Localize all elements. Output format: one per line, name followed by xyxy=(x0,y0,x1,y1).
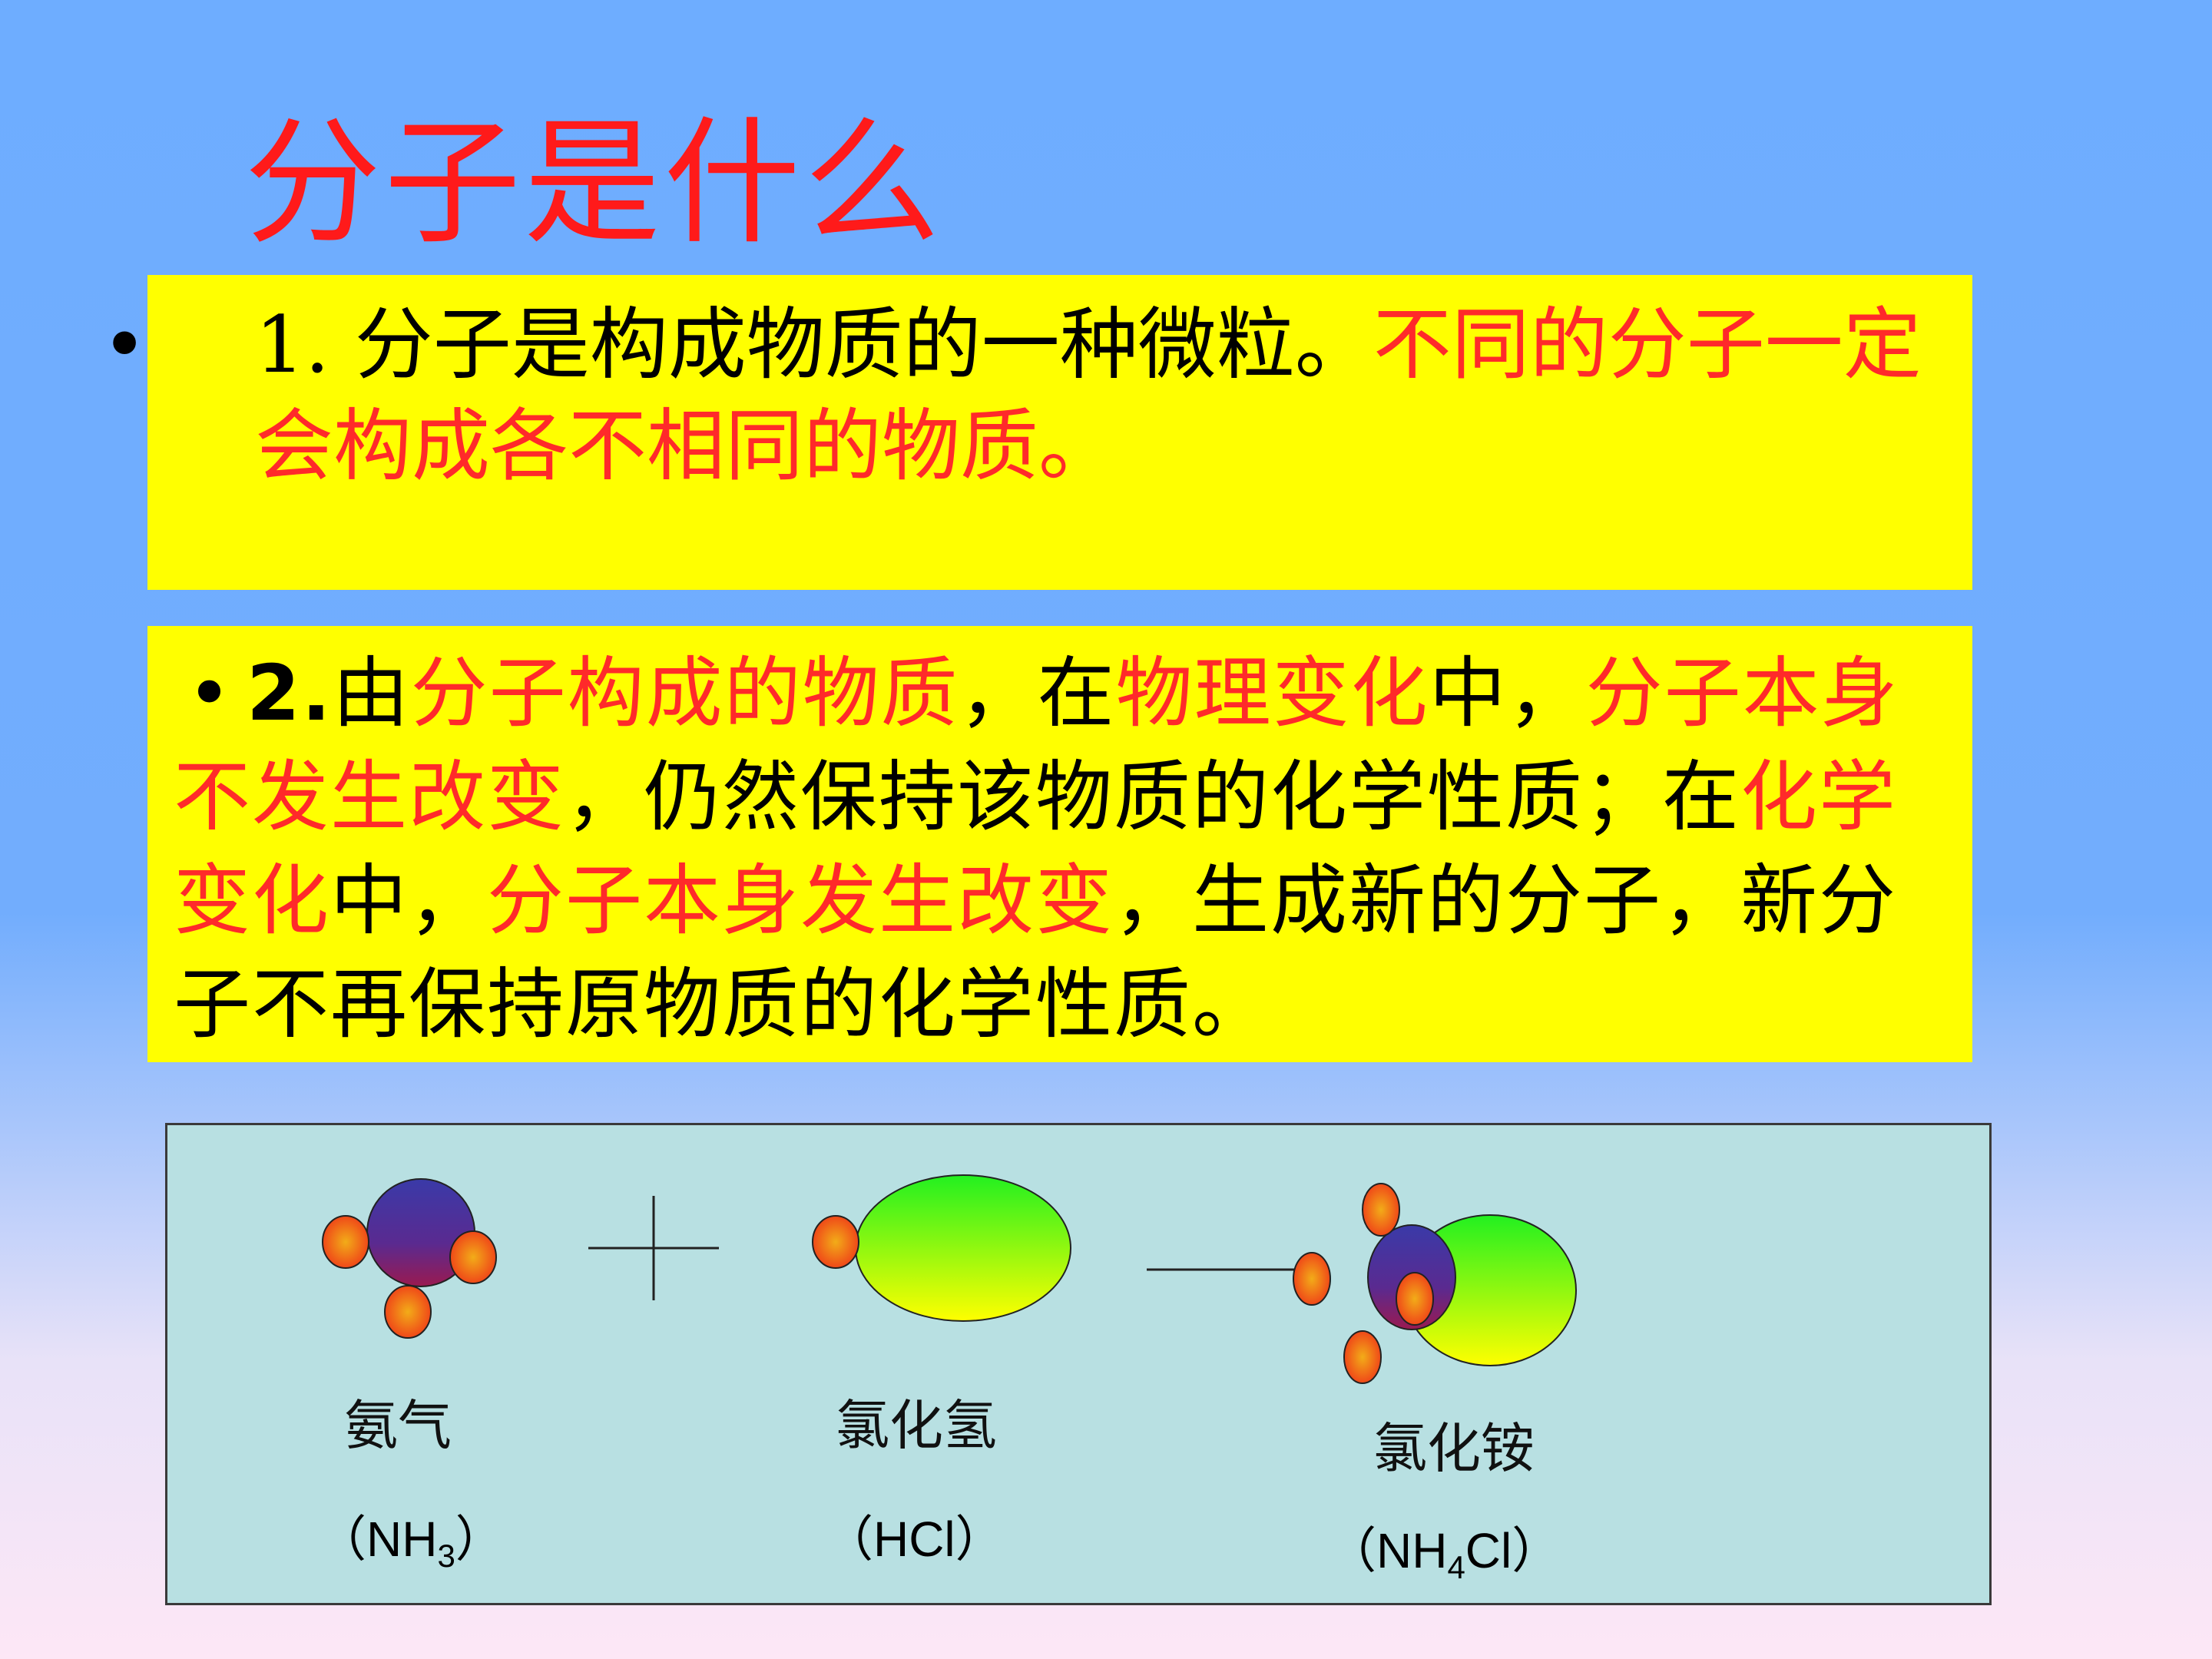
formula-part: Cl） xyxy=(1465,1523,1561,1578)
text-seg: ，在 xyxy=(959,648,1116,738)
point-1-box: • 1. 分子是构成物质的一种微粒。不同的分子一定会构成各不相同的物质。 xyxy=(101,275,1972,590)
nh3-molecule xyxy=(322,1178,497,1339)
h-atom xyxy=(1293,1252,1331,1306)
text-seg: ，生成新的分子，新分子不再保持原物质的化学性质。 xyxy=(174,856,1897,1049)
plus-sign xyxy=(588,1196,719,1300)
h-atom xyxy=(1362,1183,1400,1237)
nh3-formula: （NH3） xyxy=(317,1500,505,1575)
point-1-black: 1. 分子是构成物质的一种微粒。 xyxy=(255,300,1373,391)
text-seg-red: 分子本身不发生改变 xyxy=(174,648,1899,842)
hcl-name: 氯化氢 xyxy=(836,1394,997,1457)
bullet: • xyxy=(187,648,233,738)
text-seg-red: 化学变化 xyxy=(174,752,1897,945)
point-2-box: •2.由分子构成的物质，在物理变化中，分子本身不发生改变，仍然保持该物质的化学性… xyxy=(147,626,1972,1062)
h-atom xyxy=(384,1285,432,1339)
page-title: 分子是什么 xyxy=(244,104,943,263)
reaction-diagram xyxy=(322,1174,1577,1384)
hcl-molecule xyxy=(812,1174,1071,1322)
formula-subscript: 4 xyxy=(1447,1548,1465,1585)
text-seg: 由 xyxy=(332,648,411,738)
point-2-text: •2.由分子构成的物质，在物理变化中，分子本身不发生改变，仍然保持该物质的化学性… xyxy=(174,641,1946,1056)
reaction-diagram-panel: 氨气 （NH3） 氯化氢 （HCl） 氯化铵 （NH4Cl） xyxy=(165,1123,1992,1605)
point-1-red: 不同的分子一定会构成各不相同的物质。 xyxy=(255,300,1922,492)
nh4cl-molecule xyxy=(1293,1183,1577,1384)
point-2-number: 2. xyxy=(247,648,333,738)
formula-part: ） xyxy=(455,1512,505,1567)
text-seg-red: 分子本身发生改变 xyxy=(487,856,1114,945)
formula-subscript: 3 xyxy=(437,1537,455,1574)
bullet: • xyxy=(101,300,148,391)
text-seg-red: 分子构成的物质 xyxy=(410,648,959,738)
text-seg-red: 物理变化 xyxy=(1115,648,1429,738)
text-seg: 中， xyxy=(1429,648,1586,738)
formula-part: （NH xyxy=(317,1512,438,1567)
hcl-formula: （HCl） xyxy=(824,1512,1005,1567)
cl-atom xyxy=(855,1174,1071,1322)
nh3-name: 氨气 xyxy=(344,1394,452,1457)
nh4cl-formula: （NH4Cl） xyxy=(1327,1512,1561,1586)
text-seg: 中， xyxy=(330,856,487,945)
nh4cl-name: 氯化铵 xyxy=(1373,1417,1535,1480)
h-atom xyxy=(812,1215,859,1269)
point-1-text: • 1. 分子是构成物质的一种微粒。不同的分子一定会构成各不相同的物质。 xyxy=(101,295,1942,498)
formula-part: （NH xyxy=(1327,1523,1448,1578)
h-atom xyxy=(1343,1330,1382,1384)
h-atom xyxy=(449,1230,497,1284)
h-atom xyxy=(1396,1272,1434,1326)
h-atom xyxy=(322,1215,369,1269)
text-seg: ，仍然保持该物质的化学性质；在 xyxy=(565,752,1740,842)
